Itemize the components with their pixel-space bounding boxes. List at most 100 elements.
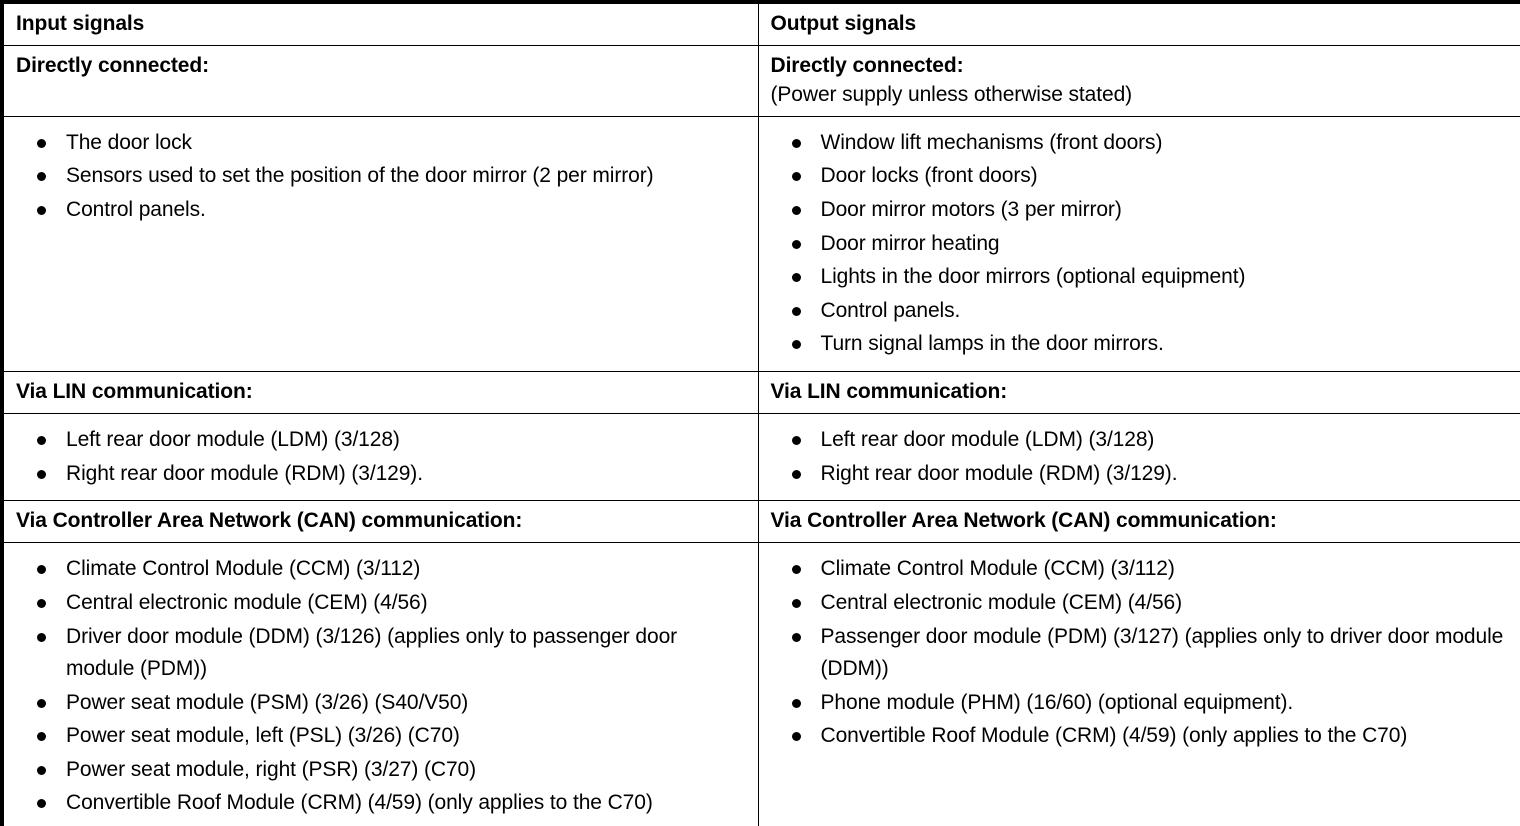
list-item: Right rear door module (RDM) (3/129). [771,458,1509,491]
list-item: Door mirror motors (3 per mirror) [771,194,1509,227]
list-item-label: Central electronic module (CEM) (4/56) [66,590,428,614]
bullet-dot-icon [37,698,46,708]
list-item: Power seat module, right (PSR) (3/27) (C… [16,754,746,787]
bullet-dot-icon [791,598,801,608]
section-heading-right-can: Via Controller Area Network (CAN) commun… [770,509,1277,533]
bullet-dot-icon [791,273,801,283]
list-item-label: Left rear door module (LDM) (3/128) [820,428,1155,452]
section-heading-cell-right-lin: Via LIN communication: [757,370,1520,415]
section-heading-row-directly-connected: Directly connected: Directly connected: … [1,45,1520,117]
section-heading-cell-left-lin: Via LIN communication: [1,370,759,415]
list-item-label: Left rear door module (LDM) (3/128) [66,428,400,452]
list-item: Passenger door module (PDM) (3/127) (app… [771,621,1509,686]
list-item: Central electronic module (CEM) (4/56) [16,587,746,620]
list-item: Power seat module, left (PSL) (3/26) (C7… [16,720,746,753]
section-content-row-can: Climate Control Module (CCM) (3/112) Cen… [1,542,1520,826]
bullet-list-output-directly-connected: Window lift mechanisms (front doors) Doo… [771,127,1509,361]
bullet-dot-icon [37,469,46,479]
list-item: Central electronic module (CEM) (4/56) [771,587,1509,620]
list-item: Turn signal lamps in the door mirrors. [771,328,1509,361]
table-header-row: Input signals Output signals [1,1,1520,47]
bullet-list-output-lin: Left rear door module (LDM) (3/128) Righ… [771,424,1509,490]
section-heading-right-directly-connected: Directly connected: [770,54,964,78]
bullet-list-output-can: Climate Control Module (CCM) (3/112) Cen… [771,553,1509,752]
section-heading-left-can: Via Controller Area Network (CAN) commun… [16,509,523,533]
list-item-label: Window lift mechanisms (front doors) [820,130,1163,154]
bullet-dot-icon [791,239,801,249]
list-item: Convertible Roof Module (CRM) (4/59) (on… [16,787,746,820]
list-item-label: Door mirror motors (3 per mirror) [820,197,1122,221]
bullet-dot-icon [791,436,801,446]
bullet-dot-icon [37,205,46,215]
section-content-cell-left-directly-connected: The door lock Sensors used to set the po… [1,115,759,372]
list-item-label: Convertible Roof Module (CRM) (4/59) (on… [820,724,1408,748]
section-content-row-directly-connected: The door lock Sensors used to set the po… [1,115,1520,372]
bullet-dot-icon [37,598,46,608]
section-content-cell-right-can: Climate Control Module (CCM) (3/112) Cen… [757,542,1520,826]
column-header-output-signals: Output signals [770,12,917,35]
bullet-dot-icon [791,732,801,742]
list-item-label: Convertible Roof Module (CRM) (4/59) (on… [66,791,653,815]
bullet-dot-icon [791,138,801,148]
section-content-row-lin: Left rear door module (LDM) (3/128) Righ… [1,413,1520,502]
list-item: Left rear door module (LDM) (3/128) [771,424,1509,457]
list-item-label: Control panels. [820,298,961,322]
section-heading-row-can: Via Controller Area Network (CAN) commun… [1,500,1520,544]
list-item: Window lift mechanisms (front doors) [771,127,1509,160]
list-item: Climate Control Module (CCM) (3/112) [16,553,746,586]
bullet-list-input-can: Climate Control Module (CCM) (3/112) Cen… [16,553,746,819]
bullet-dot-icon [37,138,46,148]
section-content-cell-left-lin: Left rear door module (LDM) (3/128) Righ… [1,413,759,502]
list-item-label: Sensors used to set the position of the … [66,164,654,188]
column-header-input-signals: Input signals [16,12,145,35]
bullet-dot-icon [791,698,801,708]
bullet-dot-icon [37,765,46,775]
bullet-dot-icon [791,172,801,182]
bullet-dot-icon [37,436,46,446]
list-item-label: Power seat module (PSM) (3/26) (S40/V50) [66,690,469,714]
bullet-list-input-lin: Left rear door module (LDM) (3/128) Righ… [16,424,746,490]
bullet-dot-icon [791,469,801,479]
bullet-dot-icon [791,205,801,215]
list-item-label: Door mirror heating [820,231,1000,255]
list-item-label: Power seat module, left (PSL) (3/26) (C7… [66,724,460,748]
section-heading-left-lin: Via LIN communication: [16,379,253,403]
list-item: The door lock [16,127,746,160]
bullet-dot-icon [37,732,46,742]
section-content-cell-left-can: Climate Control Module (CCM) (3/112) Cen… [1,542,759,826]
section-content-cell-right-lin: Left rear door module (LDM) (3/128) Righ… [757,413,1520,502]
section-heading-row-lin: Via LIN communication: Via LIN communica… [1,370,1520,415]
section-subheading-right-power-supply: (Power supply unless otherwise stated) [770,82,1133,106]
bullet-list-input-directly-connected: The door lock Sensors used to set the po… [16,127,746,227]
list-item: Convertible Roof Module (CRM) (4/59) (on… [771,720,1509,753]
list-item-label: Turn signal lamps in the door mirrors. [820,332,1164,356]
header-cell-output: Output signals [757,1,1520,47]
list-item: Control panels. [771,295,1509,328]
section-content-cell-right-directly-connected: Window lift mechanisms (front doors) Doo… [757,115,1520,372]
list-item: Power seat module (PSM) (3/26) (S40/V50) [16,687,746,720]
bullet-dot-icon [791,340,801,350]
list-item: Phone module (PHM) (16/60) (optional equ… [771,687,1509,720]
bullet-dot-icon [791,306,801,316]
list-item-label: Right rear door module (RDM) (3/129). [66,461,423,485]
list-item: Lights in the door mirrors (optional equ… [771,261,1509,294]
list-item: Control panels. [16,194,746,227]
bullet-dot-icon [37,172,46,182]
list-item: Driver door module (DDM) (3/126) (applie… [16,621,746,686]
section-heading-cell-right-directly-connected: Directly connected: (Power supply unless… [757,45,1520,117]
section-heading-cell-left-can: Via Controller Area Network (CAN) commun… [1,500,759,544]
list-item-label: Door locks (front doors) [820,164,1038,188]
bullet-dot-icon [37,799,46,809]
list-item-label: Lights in the door mirrors (optional equ… [820,265,1246,289]
list-item-label: Phone module (PHM) (16/60) (optional equ… [820,690,1294,714]
list-item: Left rear door module (LDM) (3/128) [16,424,746,457]
section-heading-left-directly-connected: Directly connected: [16,54,209,78]
list-item-label: Passenger door module (PDM) (3/127) (app… [820,624,1504,681]
list-item: Climate Control Module (CCM) (3/112) [771,553,1509,586]
list-item-label: Central electronic module (CEM) (4/56) [820,590,1183,614]
bullet-dot-icon [791,565,801,575]
list-item-label: Power seat module, right (PSR) (3/27) (C… [66,757,477,781]
section-heading-cell-left-directly-connected: Directly connected: [1,45,759,117]
